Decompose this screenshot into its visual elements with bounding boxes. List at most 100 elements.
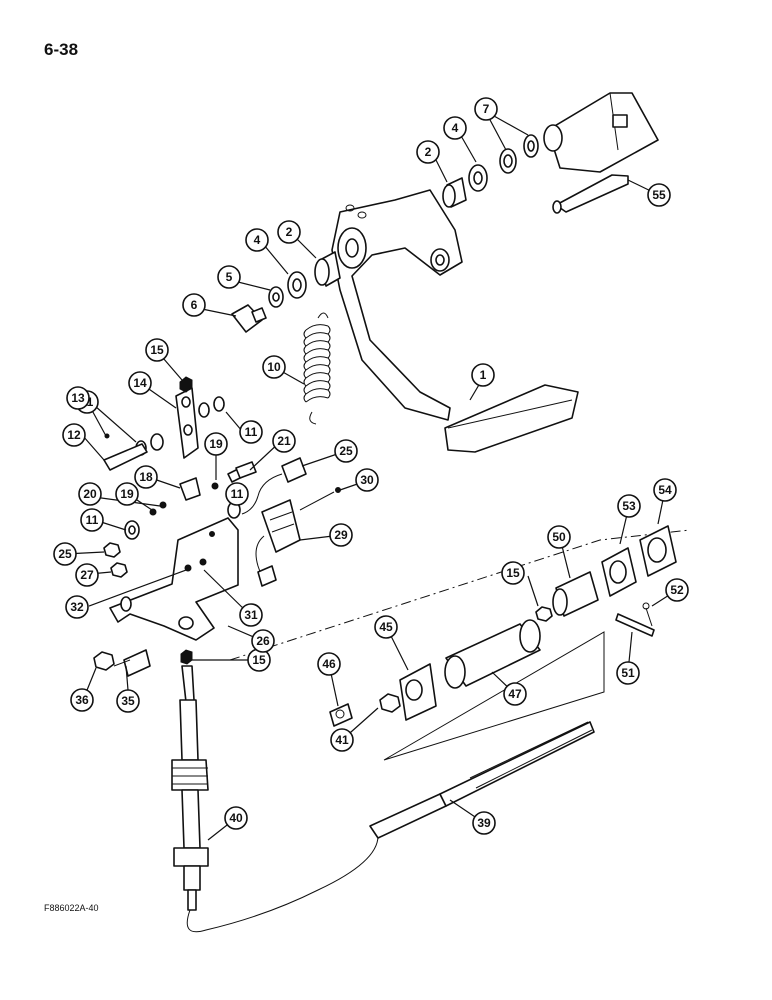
pedal-shaft-assembly <box>543 92 659 214</box>
callout-18: 18 <box>134 465 158 489</box>
svg-text:14: 14 <box>133 376 147 390</box>
callout-46: 46 <box>317 652 341 676</box>
svg-text:41: 41 <box>335 733 349 747</box>
return-spring <box>303 312 331 425</box>
left-pivot-hardware <box>231 251 341 333</box>
svg-text:1: 1 <box>480 368 487 382</box>
right-flange-and-pin <box>601 525 677 637</box>
svg-text:11: 11 <box>231 487 244 501</box>
svg-text:5: 5 <box>226 270 233 284</box>
svg-text:31: 31 <box>244 608 258 622</box>
callout-45: 45 <box>374 615 398 639</box>
callout-15: 15 <box>247 648 271 672</box>
callout-30: 30 <box>355 468 379 492</box>
svg-text:7: 7 <box>483 102 490 116</box>
callout-51: 51 <box>616 661 640 685</box>
svg-text:46: 46 <box>322 657 336 671</box>
callout-27: 27 <box>75 563 99 587</box>
callout-15: 15 <box>501 561 525 585</box>
svg-text:12: 12 <box>67 428 81 442</box>
callout-12: 12 <box>62 423 86 447</box>
callout-35: 35 <box>116 689 140 713</box>
svg-text:2: 2 <box>286 225 293 239</box>
svg-text:15: 15 <box>150 343 164 357</box>
callout-2: 2 <box>416 140 440 164</box>
callout-31: 31 <box>239 603 263 627</box>
svg-text:10: 10 <box>267 360 281 374</box>
callout-7: 7 <box>474 97 498 121</box>
callout-13: 13 <box>66 386 90 410</box>
callout-14: 14 <box>128 371 152 395</box>
svg-text:25: 25 <box>339 444 353 458</box>
svg-text:6: 6 <box>191 298 198 312</box>
callout-15: 15 <box>145 338 169 362</box>
callout-39: 39 <box>472 811 496 835</box>
callout-11: 11 <box>239 420 263 444</box>
callout-52: 52 <box>665 578 689 602</box>
cable-housing-assembly <box>229 529 691 761</box>
svg-text:36: 36 <box>75 693 89 707</box>
svg-text:4: 4 <box>254 233 261 247</box>
callout-29: 29 <box>329 523 353 547</box>
svg-text:32: 32 <box>70 600 84 614</box>
left-nut-washer-stack <box>103 520 140 578</box>
callout-25: 25 <box>334 439 358 463</box>
svg-text:18: 18 <box>139 470 153 484</box>
callout-2: 2 <box>277 220 301 244</box>
svg-text:54: 54 <box>658 483 672 497</box>
svg-text:45: 45 <box>379 620 393 634</box>
svg-text:13: 13 <box>71 391 85 405</box>
callout-20: 20 <box>78 482 102 506</box>
svg-text:15: 15 <box>252 653 266 667</box>
upper-bushings-and-washers <box>442 134 539 208</box>
callout-21: 21 <box>272 429 296 453</box>
svg-text:21: 21 <box>277 434 291 448</box>
callout-55: 55 <box>647 183 671 207</box>
svg-text:20: 20 <box>83 487 97 501</box>
safety-switch-and-connector <box>235 457 341 587</box>
callout-47: 47 <box>503 682 527 706</box>
svg-text:15: 15 <box>506 566 520 580</box>
callout-4: 4 <box>443 116 467 140</box>
svg-text:19: 19 <box>209 437 223 451</box>
svg-text:19: 19 <box>120 487 134 501</box>
svg-text:25: 25 <box>58 547 72 561</box>
callout-1: 1 <box>471 363 495 387</box>
callout-11: 11 <box>80 508 104 532</box>
clutch-cable-assembly <box>171 649 595 933</box>
callout-40: 40 <box>224 806 248 830</box>
callout-54: 54 <box>653 478 677 502</box>
switch-bracket-plate <box>109 517 239 641</box>
callout-10: 10 <box>262 355 286 379</box>
callout-50: 50 <box>547 525 571 549</box>
callout-4: 4 <box>245 228 269 252</box>
svg-text:39: 39 <box>477 816 491 830</box>
page-number: 6-38 <box>44 40 79 59</box>
svg-text:53: 53 <box>622 499 636 513</box>
callout-5: 5 <box>217 265 241 289</box>
callout-6: 6 <box>182 293 206 317</box>
svg-text:47: 47 <box>508 687 522 701</box>
callout-26: 26 <box>251 629 275 653</box>
mount-bolt-and-nut <box>93 649 151 677</box>
svg-text:52: 52 <box>670 583 684 597</box>
svg-text:55: 55 <box>652 188 666 202</box>
svg-text:27: 27 <box>80 568 94 582</box>
svg-text:11: 11 <box>86 513 99 527</box>
clutch-pedal-arm <box>331 189 579 453</box>
callout-32: 32 <box>65 595 89 619</box>
svg-text:29: 29 <box>334 528 348 542</box>
callout-36: 36 <box>70 688 94 712</box>
svg-text:30: 30 <box>360 473 374 487</box>
svg-text:2: 2 <box>425 145 432 159</box>
figure-id: F886022A-40 <box>44 903 99 913</box>
callout-25: 25 <box>53 542 77 566</box>
callout-41: 41 <box>330 728 354 752</box>
svg-text:4: 4 <box>452 121 459 135</box>
svg-text:35: 35 <box>121 694 135 708</box>
svg-text:26: 26 <box>256 634 270 648</box>
svg-text:50: 50 <box>552 530 566 544</box>
callout-19: 19 <box>204 432 228 456</box>
svg-text:51: 51 <box>621 666 635 680</box>
